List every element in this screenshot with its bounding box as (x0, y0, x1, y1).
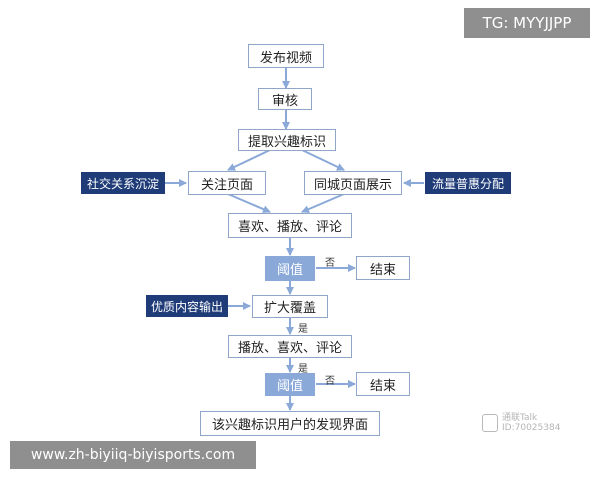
node-publish: 发布视频 (248, 44, 324, 68)
edge-label-yes-2: 是 (298, 364, 308, 375)
footer-url-banner[interactable]: www.zh-biyiiq-biyisports.com (10, 441, 256, 469)
watermark-line-1: 通联Talk (502, 413, 538, 423)
node-end-1: 结束 (356, 256, 410, 280)
edge-label-yes-1: 是 (298, 324, 308, 335)
node-threshold-1: 阈值 (265, 256, 315, 281)
node-threshold-2: 阈值 (265, 373, 315, 396)
side-input-quality: 优质内容输出 (146, 295, 228, 317)
node-engagement-1: 喜欢、播放、评论 (228, 213, 352, 238)
node-expand: 扩大覆盖 (252, 295, 328, 318)
side-input-traffic: 流量普惠分配 (425, 172, 511, 194)
watermark-line-2: ID:70025384 (502, 423, 561, 433)
watermark-text: 通联Talk ID:70025384 (502, 413, 560, 433)
side-input-social: 社交关系沉淀 (81, 172, 165, 194)
node-follow-page: 关注页面 (188, 171, 266, 195)
edge-label-no-1: 否 (325, 258, 335, 269)
node-review: 审核 (258, 88, 312, 110)
arrow-extract-follow (227, 149, 271, 171)
node-discovery: 该兴趣标识用户的发现界面 (200, 411, 380, 436)
arrow-local-engagement (301, 193, 345, 213)
node-extract: 提取兴趣标识 (238, 129, 336, 151)
node-end-2: 结束 (356, 372, 410, 396)
watermark-logo-icon (482, 414, 498, 432)
arrow-extract-local (301, 149, 345, 171)
tg-badge: TG: MYYJJPP (464, 8, 590, 38)
node-local-page: 同城页面展示 (304, 171, 402, 195)
node-engagement-2: 播放、喜欢、评论 (228, 335, 352, 358)
edge-label-no-2: 否 (325, 376, 335, 387)
arrow-follow-engagement (227, 193, 271, 213)
